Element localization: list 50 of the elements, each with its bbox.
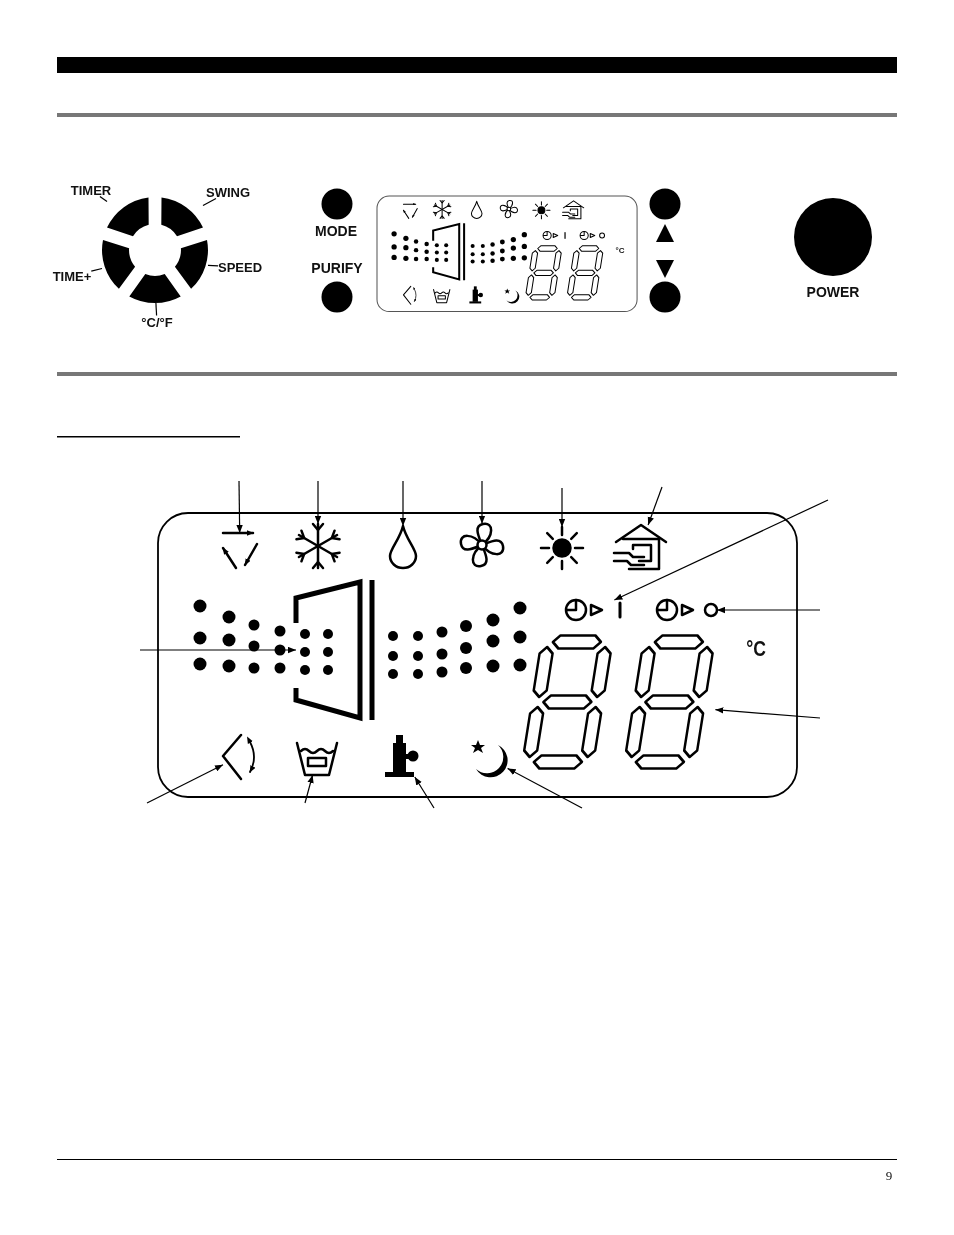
unit-label: °C: [746, 638, 766, 660]
leader-line: [304, 774, 314, 804]
fan-icon: [459, 522, 505, 568]
leader-line: [714, 707, 821, 719]
button-label: TIME+: [52, 269, 92, 283]
button-label: MODE: [315, 224, 357, 238]
button-label: TIMER: [70, 183, 112, 197]
button-segment: [102, 239, 136, 289]
button-label: PURIFY: [311, 261, 363, 275]
leader-line: [207, 264, 219, 267]
leader-line: [716, 606, 821, 614]
seven-segment-digits: [522, 634, 714, 770]
button-segment: [107, 197, 149, 237]
unit-label: °C: [615, 247, 625, 255]
button-segment: [129, 274, 181, 304]
timer-icon: [564, 598, 622, 622]
leader-line: [146, 764, 224, 804]
button-label: SWING: [205, 185, 251, 199]
leader-line: [139, 646, 297, 654]
button-label: °C/°F: [141, 315, 173, 329]
swing-icon: [221, 733, 256, 781]
leader-line: [155, 302, 158, 317]
leader-line: [613, 499, 829, 601]
leader-line: [202, 197, 217, 207]
leader-line: [558, 487, 566, 528]
water-tank-icon: [295, 741, 339, 777]
page-number: 9: [885, 1168, 893, 1182]
lcd-display-panel: [157, 512, 798, 798]
button-label: SPEED: [217, 260, 263, 274]
leader-line: [99, 195, 108, 203]
leader-line: [399, 480, 407, 527]
louver-icon: [293, 578, 375, 722]
sun-icon: [539, 525, 585, 571]
leader-line: [647, 486, 663, 526]
drop-icon: [388, 524, 418, 570]
button-segment: [161, 197, 203, 237]
button-segment: [174, 239, 208, 289]
leader-line: [507, 767, 583, 809]
leader-line: [314, 480, 322, 525]
timer-icon: [655, 598, 719, 622]
button-label: POWER: [806, 285, 860, 299]
leader-line: [414, 776, 435, 809]
snowflake-icon: [295, 522, 341, 570]
leader-line: [236, 480, 243, 534]
house-icon: [612, 523, 668, 571]
cycle-arrows-icon: [221, 530, 259, 570]
leader-line: [478, 480, 486, 525]
moon-icon: [471, 740, 508, 778]
leader-line: [90, 267, 103, 272]
compressor-icon: [385, 735, 419, 777]
